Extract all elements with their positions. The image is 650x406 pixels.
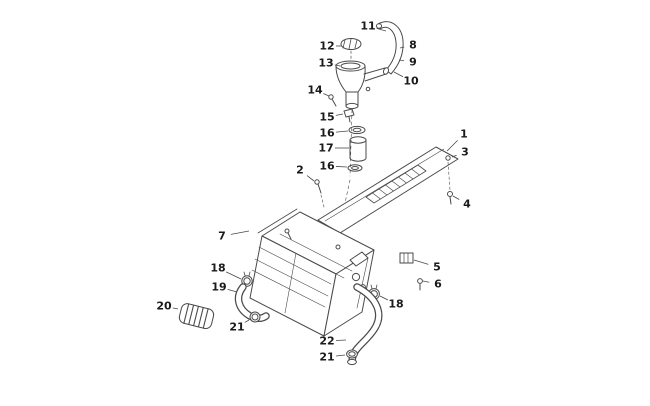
callout-leader (244, 319, 250, 323)
callout-leader (334, 64, 341, 67)
callout-leader (379, 295, 389, 301)
part-screw-14 (328, 94, 337, 107)
callout-leader (225, 271, 242, 280)
callout-leader (398, 59, 405, 62)
part-connector-5 (399, 252, 414, 264)
callout-leader (422, 280, 430, 283)
part-bolt-2 (314, 179, 325, 208)
callout-leader (335, 130, 349, 133)
callout-leader (335, 354, 346, 357)
callout-leader (335, 113, 344, 116)
callout-leader (335, 339, 347, 341)
callout-leader (413, 259, 429, 265)
centerline (344, 109, 353, 204)
callout-leader (335, 166, 348, 168)
part-clamp-21-right (346, 349, 358, 359)
callout-leader (393, 71, 404, 78)
part-fitting-15 (343, 108, 355, 123)
callout-leader (306, 175, 315, 182)
callout-leader (452, 195, 460, 200)
callout-leader (446, 140, 458, 152)
part-bolt-6 (417, 278, 423, 291)
callout-leader (451, 154, 457, 158)
part-clamp-21-left (249, 311, 261, 323)
part-screw-4 (447, 191, 453, 205)
part-hose-20 (178, 303, 215, 330)
callout-leader (172, 307, 179, 310)
part-gasket-16-upper (348, 125, 366, 135)
part-filler-cap (340, 38, 362, 61)
part-heat-exchanger-panel (317, 146, 459, 241)
callout-leader (323, 93, 330, 97)
callout-leader (399, 46, 405, 49)
part-screw-3 (445, 155, 451, 191)
part-cylinder-17 (349, 136, 367, 162)
callout-leader (376, 28, 387, 32)
part-gasket-16-lower (347, 164, 363, 172)
part-filler-neck (335, 60, 390, 110)
callout-leader (227, 289, 238, 293)
callout-leader-lines (172, 28, 460, 357)
callout-leader (230, 230, 250, 235)
part-tunnel-heat-exchanger (249, 208, 375, 337)
